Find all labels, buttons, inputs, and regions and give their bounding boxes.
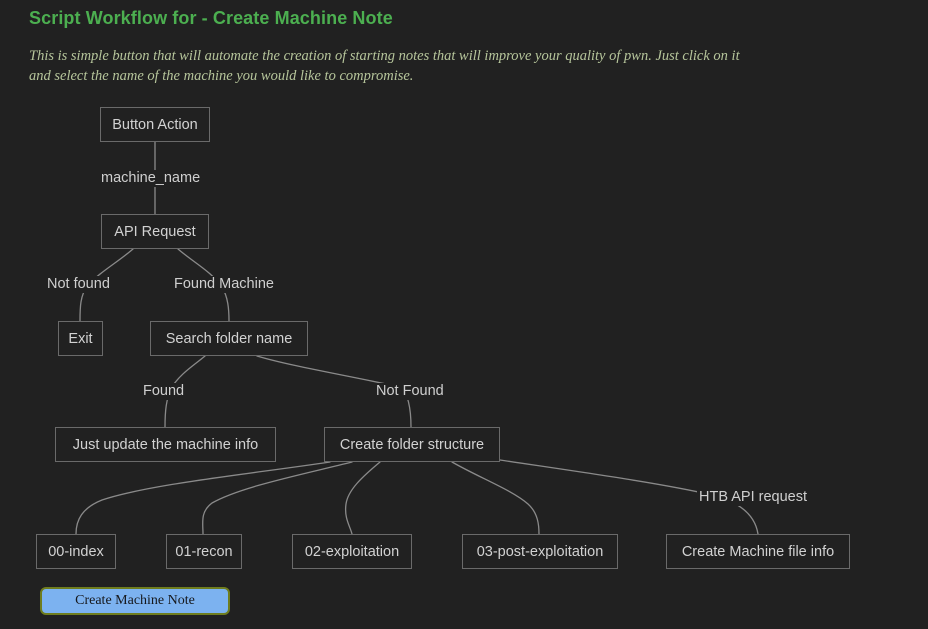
edge-label-not-found-2: Not Found xyxy=(374,383,446,400)
edge-create-folder-to-01-recon xyxy=(202,461,353,535)
page-description: This is simple button that will automate… xyxy=(29,48,740,84)
edge-label-found: Found xyxy=(141,383,187,400)
edge-create-folder-to-00-index xyxy=(75,461,331,535)
node-button-action[interactable]: Button Action xyxy=(100,107,210,142)
node-api-request[interactable]: API Request xyxy=(101,214,209,249)
node-02-exploitation[interactable]: 02-exploitation xyxy=(292,534,412,569)
edge-create-folder-to-02-exploitation xyxy=(344,461,381,535)
edge-label-not-found: Not found xyxy=(45,276,112,293)
node-01-recon[interactable]: 01-recon xyxy=(166,534,242,569)
node-exit[interactable]: Exit xyxy=(58,321,103,356)
node-just-update-machine-info[interactable]: Just update the machine info xyxy=(55,427,276,462)
edge-create-folder-to-03-post-exploitation xyxy=(451,461,540,535)
edge-label-machine-name: machine_name xyxy=(99,170,203,187)
edge-create-folder-to-create-machine-file xyxy=(499,459,759,535)
node-00-index[interactable]: 00-index xyxy=(36,534,116,569)
edge-label-htb-api-request: HTB API request xyxy=(697,489,809,506)
create-machine-note-button[interactable]: Create Machine Note xyxy=(40,587,230,615)
edge-label-found-machine: Found Machine xyxy=(172,276,276,293)
page-title: Script Workflow for - Create Machine Not… xyxy=(29,8,393,28)
node-03-post-exploitation[interactable]: 03-post-exploitation xyxy=(462,534,618,569)
node-search-folder-name[interactable]: Search folder name xyxy=(150,321,308,356)
node-create-folder-structure[interactable]: Create folder structure xyxy=(324,427,500,462)
node-create-machine-file-info[interactable]: Create Machine file info xyxy=(666,534,850,569)
